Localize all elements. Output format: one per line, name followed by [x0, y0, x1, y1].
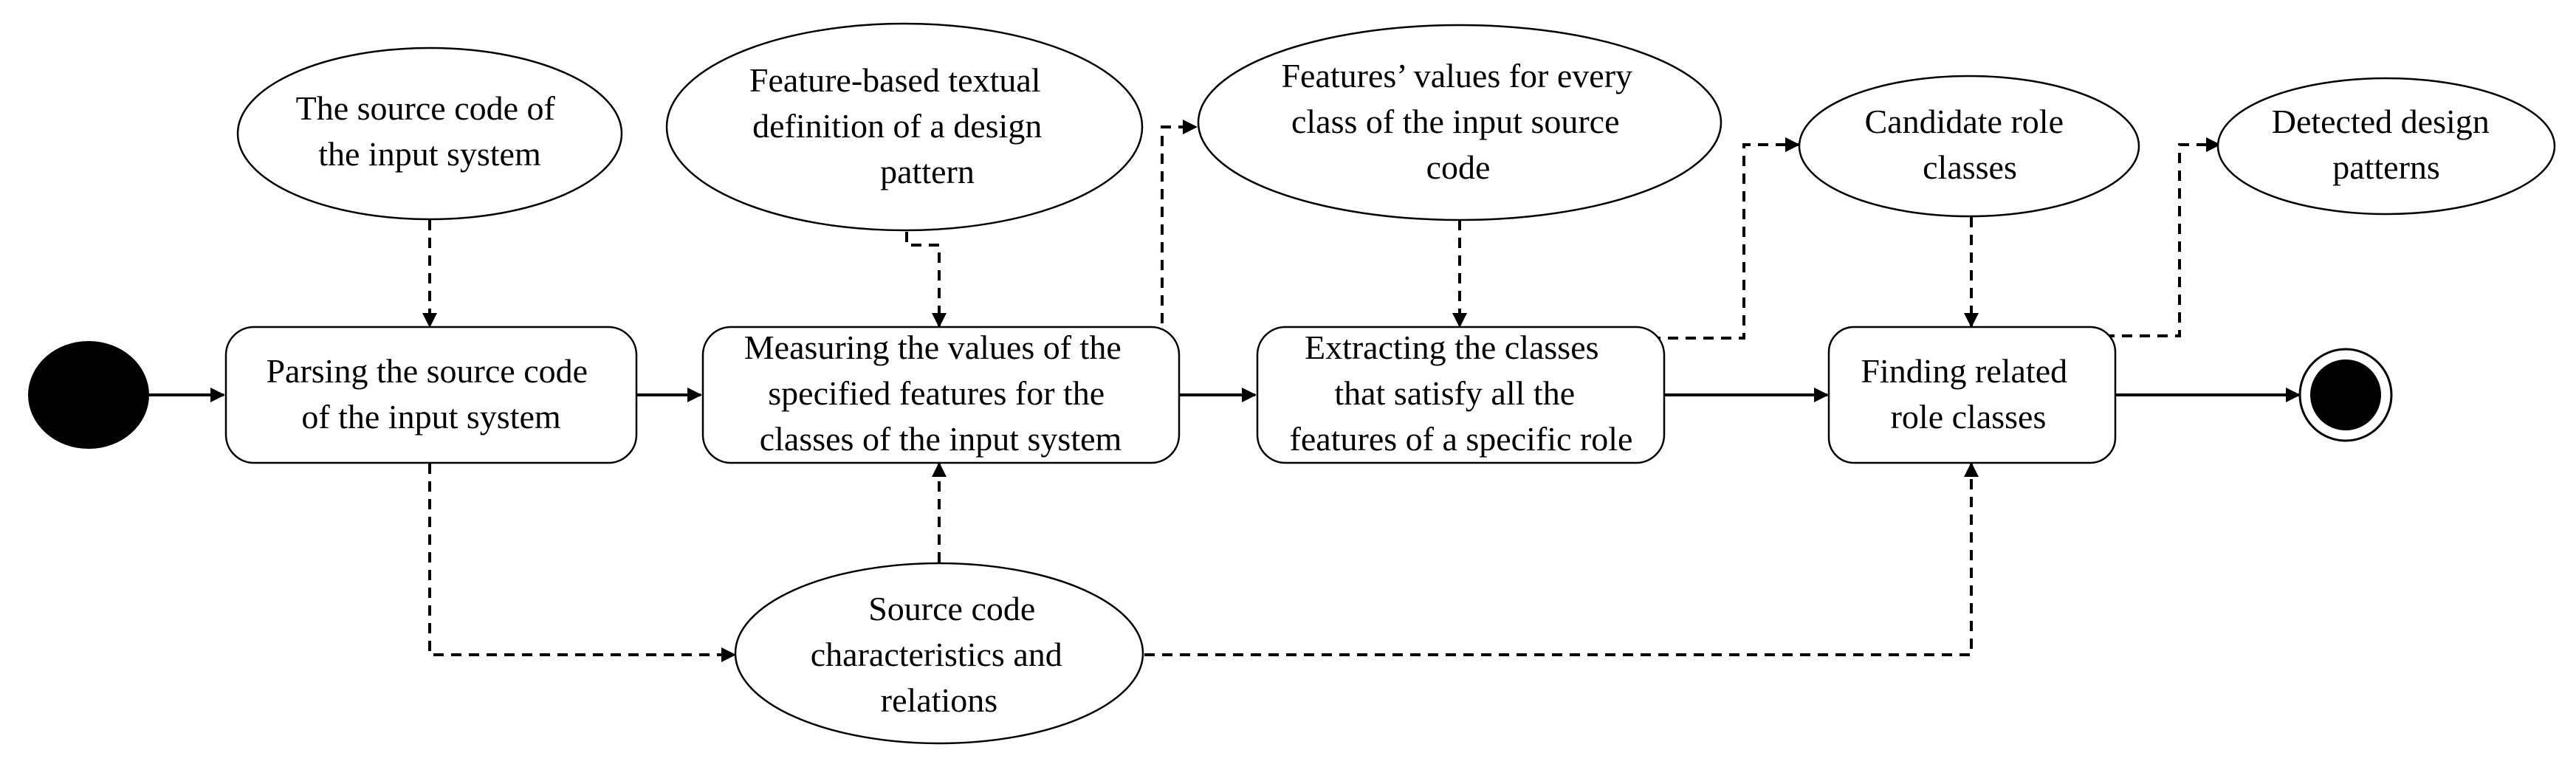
artifact-detected-patterns: Detected design patterns: [2216, 77, 2556, 216]
artifact-source-code: The source code of the input system: [236, 47, 623, 221]
object-flows: [422, 120, 2221, 662]
artifact-feature-values-line: class of the input source: [1291, 103, 1620, 140]
svg-text:Parsing the source code: Parsing the source code of the input sys…: [266, 352, 596, 436]
activity-measure-line: Measuring the values of the: [744, 328, 1122, 366]
activity-extract: Extracting the classes that satisfy all …: [1256, 326, 1666, 464]
flow-characteristics-to-find: [1144, 462, 1979, 656]
svg-text:The source code of the i: The source code of the input system: [296, 89, 564, 173]
svg-text:Measuring the values of the: Measuring the values of the specified fe…: [744, 328, 1130, 458]
activity-measure-line: specified features for the: [768, 374, 1105, 412]
flow-definition-to-measure: [905, 232, 947, 328]
artifact-feature-definition-line: Feature-based textual: [749, 61, 1041, 99]
artifact-feature-definition-line: pattern: [880, 153, 975, 190]
artifact-feature-definition: Feature-based textual definition of a de…: [665, 22, 1144, 232]
svg-text:Extracting the classes t: Extracting the classes that satisfy all …: [1290, 328, 1633, 458]
activity-parse-line: of the input system: [301, 398, 561, 436]
svg-text:Finding related role cla: Finding related role classes: [1861, 352, 2075, 436]
svg-text:Features’ values for every: Features’ values for every class of the …: [1281, 57, 1641, 186]
activity-parse-line: Parsing the source code: [266, 352, 588, 390]
svg-text:Detected design patterns: Detected design patterns: [2272, 103, 2498, 186]
artifact-feature-values: Features’ values for every class of the …: [1197, 24, 1723, 221]
svg-text:Candidate role classes: Candidate role classes: [1864, 103, 2072, 186]
artifact-characteristics-line: Source code: [868, 590, 1035, 627]
activity-find-line: Finding related: [1861, 352, 2067, 390]
activity-parse: Parsing the source code of the input sys…: [224, 326, 638, 464]
artifact-source-code-line: the input system: [318, 135, 541, 173]
activity-measure-line: classes of the input system: [760, 420, 1122, 458]
activity-find: Finding related role classes: [1827, 326, 2117, 464]
flow-measure-to-feature-values: [1161, 120, 1198, 341]
artifact-candidate-roles: Candidate role classes: [1798, 75, 2140, 218]
artifact-source-code-line: The source code of: [296, 89, 556, 127]
svg-text:Feature-based textual de: Feature-based textual definition of a de…: [749, 61, 1051, 190]
flow-parse-to-characteristics: [428, 464, 736, 662]
artifact-characteristics-line: characteristics and: [811, 636, 1062, 673]
start-node: [28, 341, 149, 449]
artifact-characteristics-line: relations: [881, 681, 997, 719]
artifact-feature-values-line: code: [1426, 148, 1491, 186]
artifact-feature-values-line: Features’ values for every: [1281, 57, 1632, 94]
flow-find-to-detected: [2104, 137, 2221, 337]
artifact-detected-patterns-line: patterns: [2332, 148, 2440, 186]
activity-measure: Measuring the values of the specified fe…: [701, 326, 1181, 464]
activity-find-line: role classes: [1891, 398, 2047, 436]
artifact-candidate-roles-line: classes: [1923, 148, 2017, 186]
end-node: [2298, 348, 2393, 442]
activity-extract-line: features of a specific role: [1290, 420, 1633, 458]
svg-text:Source code characterist: Source code characteristics and relation…: [811, 590, 1071, 719]
artifact-feature-definition-line: definition of a design: [752, 107, 1042, 145]
artifact-detected-patterns-line: Detected design: [2272, 103, 2490, 140]
artifact-characteristics: Source code characteristics and relation…: [734, 562, 1144, 745]
activity-extract-line: Extracting the classes: [1305, 328, 1599, 366]
activity-extract-line: that satisfy all the: [1334, 374, 1575, 412]
artifact-candidate-roles-line: Candidate role: [1864, 103, 2064, 140]
